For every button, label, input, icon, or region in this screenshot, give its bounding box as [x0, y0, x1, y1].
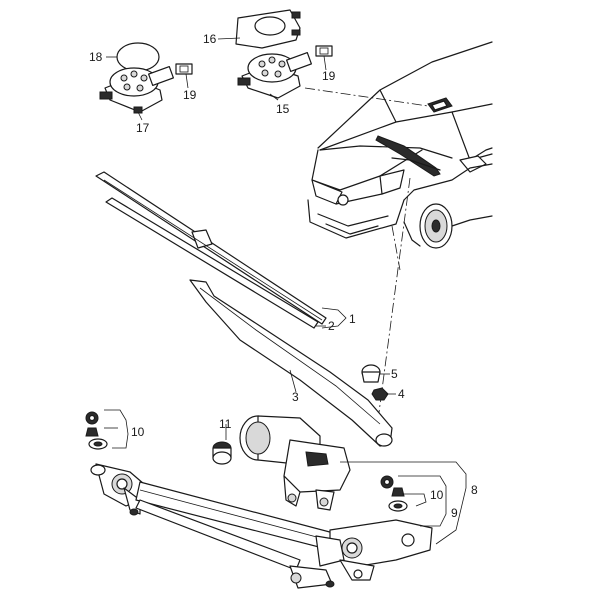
car-front-view: [307, 41, 493, 249]
callout-labels: 18 17 19 16 15 19 1 2 3 5 4 10 11 8 9 10: [89, 32, 478, 520]
nut-4: [371, 387, 389, 401]
leader-wiper-to-car: [377, 177, 411, 421]
callout-11: 11: [219, 417, 232, 431]
callout-1: 1: [349, 312, 356, 326]
fastener-set-10-right: [380, 475, 408, 512]
callout-9: 9: [451, 506, 458, 520]
wiper-blade-2: [95, 171, 327, 329]
callout-15: 15: [276, 102, 290, 116]
callout-8: 8: [471, 483, 478, 497]
wiper-arm-3: [189, 279, 393, 447]
callout-19a: 19: [183, 88, 197, 102]
callout-4: 4: [398, 387, 405, 401]
wiper-motor: [239, 415, 351, 511]
callout-10-right: 10: [430, 488, 444, 502]
rain-sensor-17: [99, 65, 174, 114]
sensor-bracket-16: [235, 9, 301, 49]
sensor-cover-18: [116, 42, 160, 72]
leader-motor-to-car: [391, 225, 401, 271]
fastener-set-10-left: [85, 411, 108, 450]
cap-5: [361, 364, 381, 383]
rain-sensor-15: [237, 51, 312, 99]
callout-18: 18: [89, 50, 103, 64]
callout-17: 17: [136, 121, 150, 135]
callout-19b: 19: [322, 69, 336, 83]
rubber-grommet-11: [212, 441, 232, 465]
callout-16: 16: [203, 32, 217, 46]
callout-2: 2: [328, 319, 335, 333]
leader-sensor-to-car: [304, 87, 429, 107]
callout-3: 3: [292, 390, 299, 404]
connector-19-right: [315, 45, 333, 57]
callout-5: 5: [391, 367, 398, 381]
callout-10-left: 10: [131, 425, 145, 439]
wiper-linkage-frame: [90, 463, 433, 589]
connector-19-left: [175, 63, 193, 75]
leader-lines: [104, 37, 467, 545]
